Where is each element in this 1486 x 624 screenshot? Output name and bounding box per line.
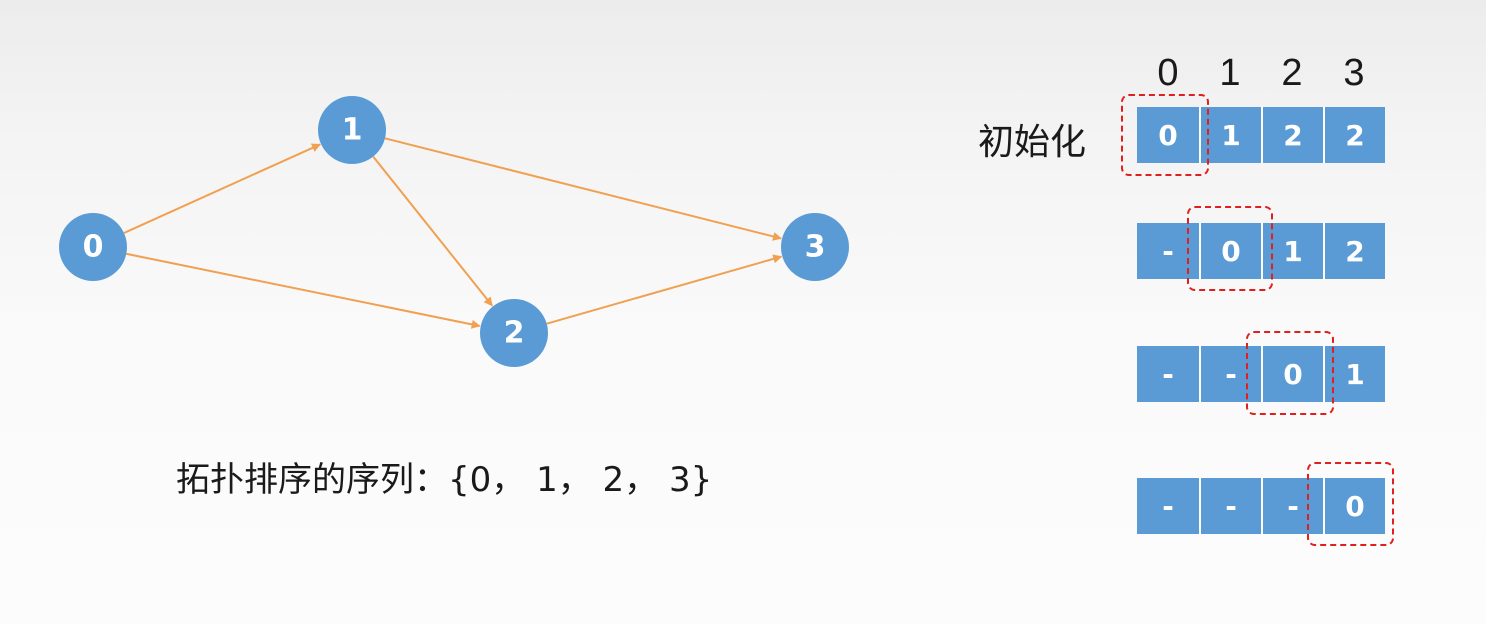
- node-circle: [318, 96, 386, 164]
- index-header: 0 1 2 3: [1137, 52, 1385, 100]
- index-label: 2: [1281, 52, 1303, 94]
- indegree-cell: -: [1162, 234, 1174, 268]
- node-circle: [781, 213, 849, 281]
- init-label: 初始化: [978, 122, 1087, 163]
- indegree-cell: -: [1199, 478, 1261, 534]
- highlight-box: [1246, 331, 1334, 415]
- indegree-cell: 1: [1261, 223, 1323, 279]
- index-label: 3: [1343, 52, 1365, 94]
- indegree-cell: -: [1162, 357, 1174, 391]
- indegree-row-init: 0 1 2 2: [1137, 107, 1385, 163]
- graph-node: 2: [480, 299, 548, 367]
- indegree-row-step-2: - - 0 1: [1137, 346, 1385, 402]
- indegree-cell: -: [1261, 478, 1323, 534]
- graph-node: 3: [781, 213, 849, 281]
- indegree-cell: 2: [1261, 107, 1323, 163]
- highlight-box: [1307, 462, 1394, 546]
- indegree-cell: 0: [1261, 346, 1323, 402]
- indegree-cell: 0: [1323, 478, 1385, 534]
- edge-arrow: [123, 143, 321, 234]
- indegree-row-step-1: - 0 1 2: [1137, 223, 1385, 279]
- node-label: 1: [342, 113, 363, 148]
- graph-node: 1: [318, 96, 386, 164]
- topological-sequence: 拓扑排序的序列：{0， 1， 2， 3}: [176, 460, 713, 500]
- highlight-box: [1187, 206, 1273, 291]
- edge-arrow: [126, 252, 481, 329]
- indegree-cell: 1: [1323, 346, 1385, 402]
- edge-arrow: [372, 155, 493, 307]
- index-label: 1: [1219, 52, 1241, 94]
- node-label: 0: [83, 230, 104, 265]
- node-circle: [480, 299, 548, 367]
- dag-diagram: 0 1 2 3: [59, 96, 849, 367]
- edge-arrow: [546, 254, 783, 325]
- index-label: 0: [1157, 52, 1179, 94]
- indegree-cell: 2: [1323, 107, 1385, 163]
- node-label: 2: [504, 316, 525, 351]
- edge-arrow: [384, 137, 782, 241]
- graph-node: 0: [59, 213, 127, 281]
- indegree-cell: 0: [1199, 223, 1261, 279]
- indegree-row-step-3: - - - 0: [1137, 478, 1385, 534]
- indegree-cell: -: [1162, 489, 1174, 523]
- indegree-cell: 2: [1323, 223, 1385, 279]
- node-label: 3: [805, 230, 826, 265]
- node-circle: [59, 213, 127, 281]
- indegree-cell: 1: [1199, 107, 1261, 163]
- highlight-box: [1121, 94, 1209, 176]
- indegree-cell: 0: [1158, 118, 1178, 152]
- indegree-cell: -: [1199, 346, 1261, 402]
